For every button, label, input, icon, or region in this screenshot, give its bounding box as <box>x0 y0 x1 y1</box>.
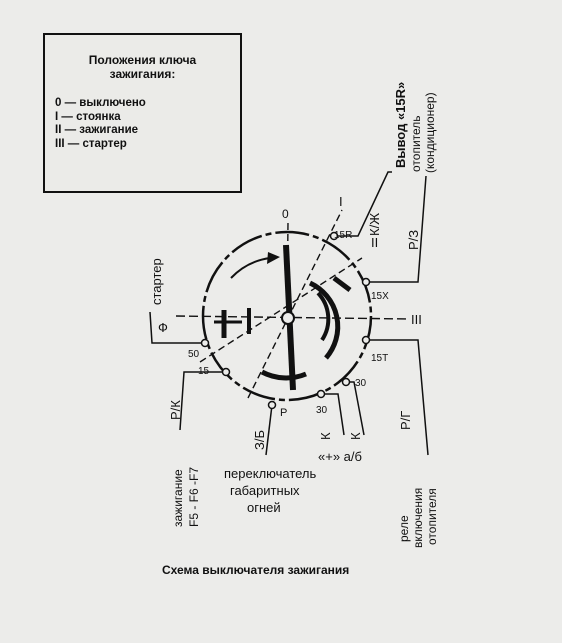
position-line-ii <box>199 257 363 363</box>
wire-label-k2: К <box>348 432 363 440</box>
legend-list: 0 — выключено I — стоянка II — зажигание… <box>55 97 146 151</box>
wire-label-rg: Р/Г <box>398 411 413 430</box>
label-lights-1: переключатель <box>224 466 317 481</box>
label-starter: стартер <box>149 258 164 305</box>
label-out15r-3: (кондиционер) <box>423 92 437 173</box>
label-out15r-1: Вывод «15R» <box>393 82 408 168</box>
legend-item: II — зажигание <box>55 124 139 136</box>
wire-r3 <box>366 175 427 283</box>
terminal-label-15r: 15R <box>334 230 352 241</box>
terminal-label-30a: 30 <box>355 378 367 389</box>
wire-label-r3: Р/З <box>406 230 421 250</box>
terminal-label-50: 50 <box>188 349 200 360</box>
label-out15r-2: отопитель <box>409 115 423 172</box>
contact-arc-bottom <box>260 369 307 381</box>
legend-title: Положения ключа зажигания: <box>45 53 240 81</box>
legend-title-line2: зажигания: <box>109 67 176 81</box>
label-plus-battery: «+» а/б <box>318 449 362 464</box>
rotation-arrowhead <box>267 252 280 264</box>
contact-arc-mid <box>316 291 331 342</box>
terminal-label-15x: 15X <box>371 291 389 302</box>
terminal-15x <box>361 277 371 287</box>
terminal-15t <box>361 335 371 345</box>
terminal-label-p: P <box>280 407 287 419</box>
wire-label-rk: Р/К <box>168 400 183 420</box>
wire-label-k1: К <box>318 432 333 440</box>
terminal-p <box>267 400 277 410</box>
label-ignition-2: F5 - F6 -F7 <box>187 467 201 527</box>
wire-k2 <box>346 381 365 436</box>
rotor-pivot <box>281 311 295 325</box>
label-lights-3: огней <box>247 500 281 515</box>
terminal-30b <box>316 389 326 399</box>
terminal-label-15t: 15T <box>371 353 388 364</box>
contact-block-right <box>332 276 352 292</box>
position-label-i: I <box>339 194 343 209</box>
label-ignition-1: зажигание <box>171 469 185 527</box>
rotation-arrow <box>230 257 271 279</box>
wire-kzh <box>334 171 392 237</box>
legend-item: III — стартер <box>55 137 127 150</box>
wire-starter <box>149 311 205 344</box>
position-label-iii: III <box>411 312 422 327</box>
key-position-legend: Положения ключа зажигания: 0 — выключено… <box>43 33 242 193</box>
terminal-15 <box>221 367 231 377</box>
wire-label-zb: З/Б <box>252 430 267 450</box>
legend-title-line1: Положения ключа <box>88 53 197 67</box>
position-line-i <box>247 209 343 399</box>
terminal-label-15: 15 <box>198 366 210 377</box>
terminal-50 <box>200 338 210 348</box>
wire-k1 <box>321 393 345 436</box>
position-label-ii: II <box>371 235 378 250</box>
wire-rg <box>366 339 429 456</box>
terminal-label-30b: 30 <box>316 405 328 416</box>
terminal-30a <box>341 377 351 387</box>
wire-zb <box>265 404 273 456</box>
label-relay-2: включения <box>411 488 425 548</box>
legend-item: I — стоянка <box>55 110 121 123</box>
label-lights-2: габаритных <box>230 483 300 498</box>
wire-rk <box>179 371 226 431</box>
figure-caption: Схема выключателя зажигания <box>162 563 350 577</box>
legend-item: 0 — выключено <box>55 97 146 109</box>
wire-label-kzh: К/Ж <box>367 213 382 236</box>
label-relay-1: реле <box>397 515 411 542</box>
terminal-15r <box>329 231 339 241</box>
contact-arc-outer <box>308 280 341 360</box>
label-relay-3: отопителя <box>425 488 439 545</box>
terminal-label-phi: Ф <box>158 320 168 335</box>
position-label-0: 0 <box>282 207 289 221</box>
